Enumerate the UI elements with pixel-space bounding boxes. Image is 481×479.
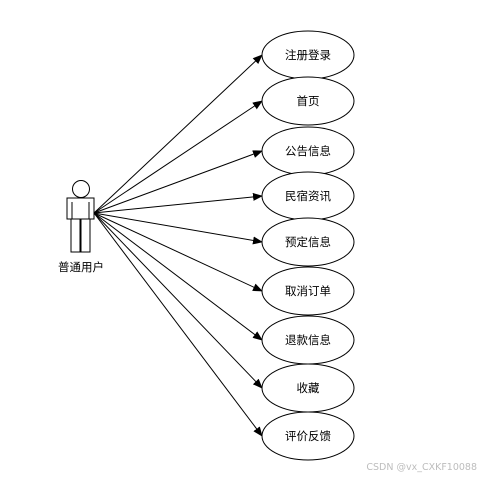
use-case-label: 民宿资讯 <box>285 189 331 203</box>
association-arrow <box>93 212 263 245</box>
use-case-label: 退款信息 <box>285 333 331 347</box>
use-case-refund-info: 退款信息 <box>261 315 355 365</box>
use-case-cancel-order: 取消订单 <box>261 266 355 316</box>
use-case-label: 注册登录 <box>285 48 331 62</box>
use-case-ellipse <box>261 76 355 126</box>
association-arrow <box>93 100 263 214</box>
actor-figure <box>66 180 95 253</box>
use-case-label: 收藏 <box>297 381 320 395</box>
association-arrow <box>93 192 263 214</box>
use-case-announcements: 公告信息 <box>261 126 355 176</box>
association-arrow <box>93 212 263 341</box>
association-arrow <box>93 212 263 389</box>
use-case-label: 取消订单 <box>285 284 331 298</box>
actor-left-leg <box>70 218 81 253</box>
use-case-ellipse <box>261 217 355 267</box>
associations <box>93 54 263 437</box>
watermark-text: CSDN @vx_CXKF10088 <box>366 462 477 473</box>
use-case-label: 评价反馈 <box>285 429 331 443</box>
actor-body <box>66 197 95 220</box>
actor-name: 普通用户 <box>58 260 104 274</box>
use-case-label: 预定信息 <box>285 235 331 249</box>
association-arrow <box>93 212 263 437</box>
actor-right-leg <box>80 218 91 253</box>
use-case-label: 公告信息 <box>285 144 331 158</box>
use-case-booking-info: 预定信息 <box>261 217 355 267</box>
actor-head <box>72 180 90 198</box>
use-case-register-login: 注册登录 <box>261 30 355 80</box>
use-case-label: 首页 <box>297 94 320 108</box>
use-case-ellipse <box>261 411 355 461</box>
use-case-review-feedback: 评价反馈 <box>261 411 355 461</box>
use-case-homestay-news: 民宿资讯 <box>261 171 355 221</box>
use-case-ellipse <box>261 266 355 316</box>
association-arrow <box>93 54 263 214</box>
association-arrow <box>93 150 263 214</box>
use-case-home: 首页 <box>261 76 355 126</box>
use-case-favorites: 收藏 <box>261 363 355 413</box>
association-arrow <box>93 212 263 292</box>
